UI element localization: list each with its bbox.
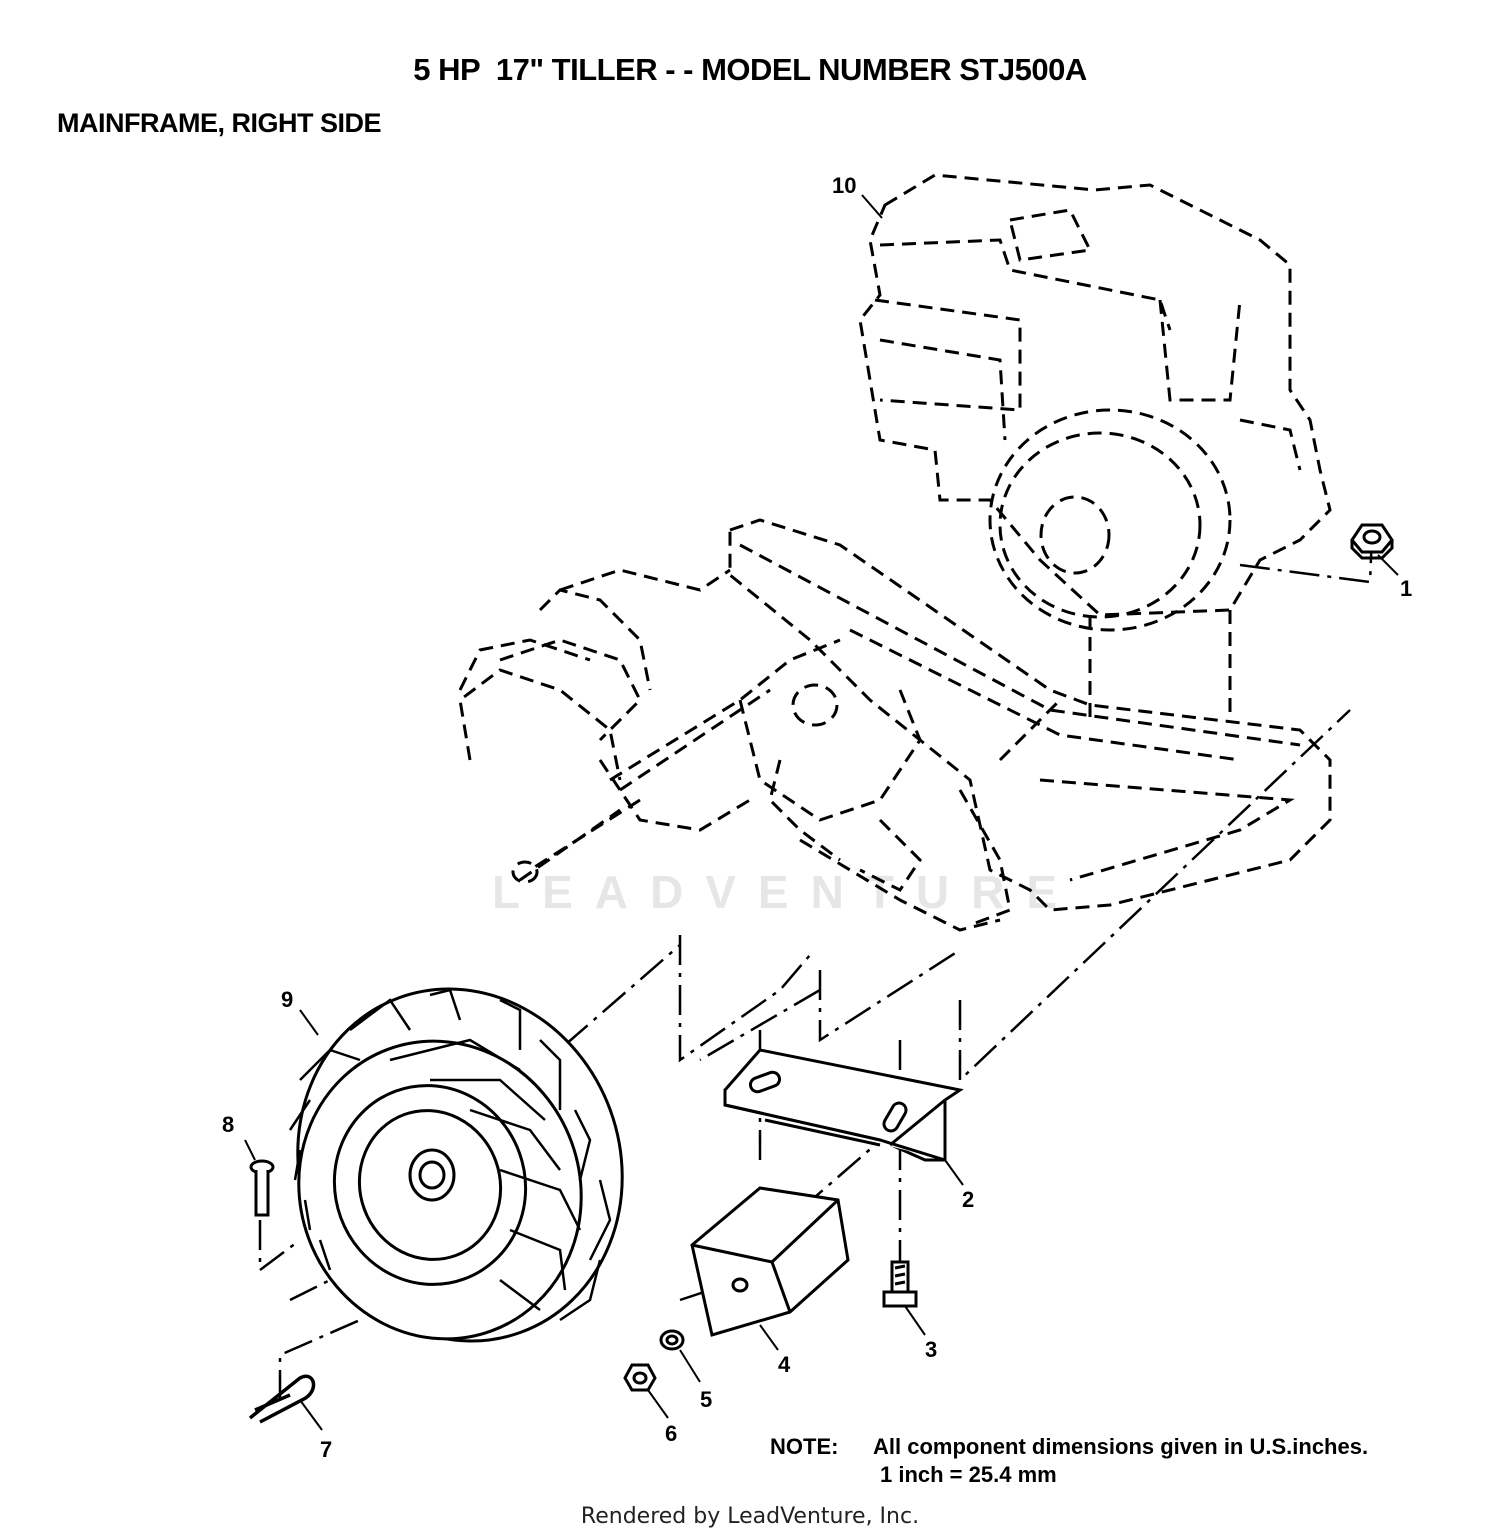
note-line-1: All component dimensions given in U.S.in… (873, 1434, 1369, 1459)
callout-7: 7 (320, 1437, 332, 1462)
part-3-bolt (882, 1260, 918, 1308)
callout-2: 2 (962, 1187, 974, 1212)
part-4-cover (690, 1186, 850, 1337)
part-1-nut (1350, 523, 1394, 560)
part-9-wheel (288, 987, 624, 1343)
frame-outline (458, 518, 1332, 932)
section-title: MAINFRAME, RIGHT SIDE (57, 108, 382, 138)
part-6-nut (623, 1363, 657, 1392)
callout-10: 10 (832, 173, 856, 198)
dimension-note: NOTE: All component dimensions given in U… (770, 1433, 1368, 1489)
callout-leaders (244, 194, 1399, 1431)
callout-5: 5 (700, 1387, 712, 1412)
callout-1: 1 (1400, 576, 1412, 601)
note-line-2: 1 inch = 25.4 mm (880, 1462, 1057, 1487)
part-7-clip (248, 1374, 316, 1424)
page-title: 5 HP 17" TILLER - - MODEL NUMBER STJ500A (413, 52, 1087, 87)
watermark-text: LEADVENTURE (492, 866, 1080, 918)
footer-credit: Rendered by LeadVenture, Inc. (580, 1504, 920, 1529)
callout-9: 9 (281, 987, 293, 1012)
callout-4: 4 (778, 1352, 791, 1377)
engine-outline (858, 173, 1332, 720)
part-2-bracket (723, 1048, 964, 1162)
part-5-washer (659, 1329, 685, 1351)
part-8-pin (249, 1159, 275, 1217)
callout-3: 3 (925, 1337, 937, 1362)
note-label: NOTE: (770, 1434, 839, 1459)
callout-6: 6 (665, 1421, 677, 1446)
callout-8: 8 (222, 1112, 234, 1137)
